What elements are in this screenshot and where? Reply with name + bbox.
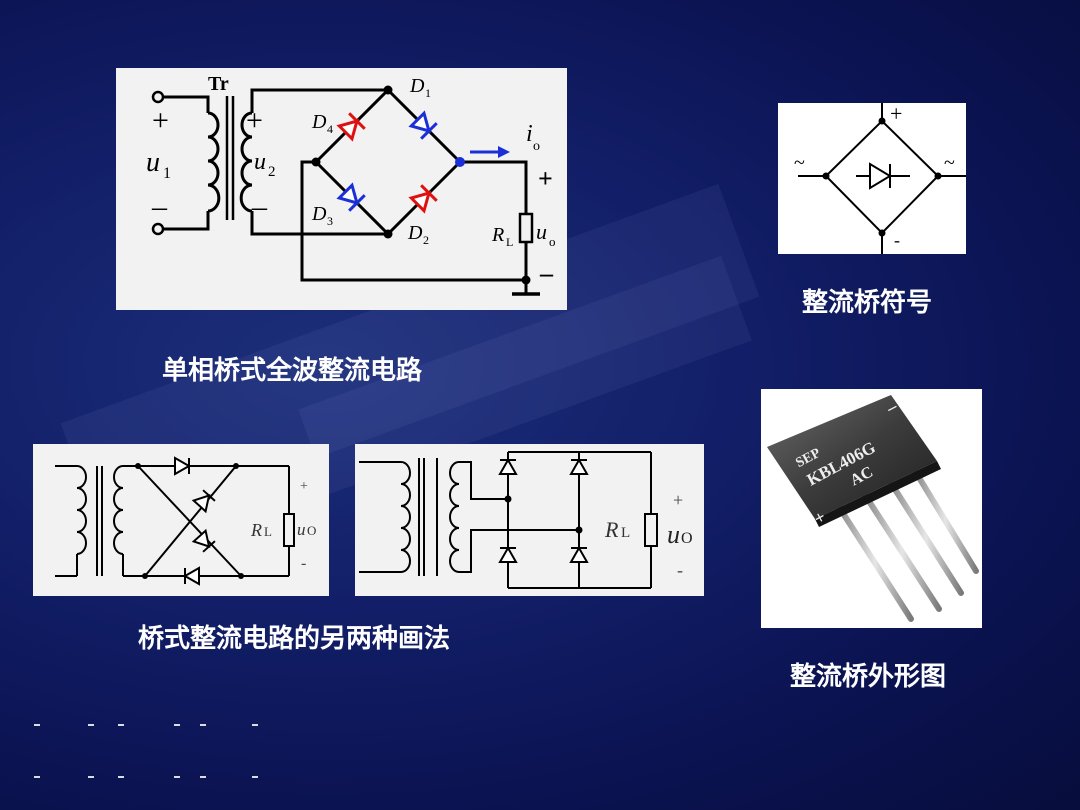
alt-circuit-1-diagram: + - R L u O: [33, 444, 329, 596]
alt2-rl-subscript: L: [621, 525, 630, 541]
transformer-label: Tr: [208, 73, 229, 95]
caption-alt-drawings: 桥式整流电路的另两种画法: [138, 624, 451, 654]
d4-subscript: 4: [327, 122, 333, 136]
component-body: [767, 395, 937, 519]
d1-label: D: [409, 75, 425, 97]
primary-coil: [207, 111, 221, 213]
alt-circuit-1-svg: + - R L u O: [55, 456, 316, 586]
alt1-diode-lower: [191, 528, 216, 553]
diode-d4-symbol: [336, 112, 366, 142]
decor-tick: [200, 776, 206, 778]
alt1-rl-subscript: L: [264, 524, 272, 539]
decor-tick: [252, 724, 258, 726]
decor-tick: [118, 724, 124, 726]
decor-tick: [174, 776, 180, 778]
junction-dot: [455, 157, 465, 167]
d3-subscript: 3: [327, 214, 333, 228]
primary-minus: –: [151, 190, 168, 223]
decor-tick: [34, 724, 40, 726]
primary-plus: +: [152, 104, 169, 137]
alt1-minus: -: [301, 555, 306, 572]
junction-dot: [521, 275, 531, 285]
caption-bridge-appearance: 整流桥外形图: [790, 662, 947, 692]
symbol-plus: +: [890, 103, 902, 126]
io-label: i: [526, 121, 533, 147]
alt1-uo-subscript: O: [307, 523, 316, 538]
d3-label: D: [311, 203, 327, 225]
d1-subscript: 1: [425, 86, 431, 100]
io-subscript: o: [533, 139, 540, 154]
diode-d3-symbol: [336, 182, 366, 212]
decor-tick: [118, 776, 124, 778]
u2-subscript: 2: [268, 164, 276, 180]
bridge-rectifier-diagram: Tr + + – – u 1 u 2 D 1 D 4 D 3 D 2 i o +…: [116, 68, 567, 310]
junction-dot: [383, 85, 393, 95]
output-minus: –: [539, 259, 554, 288]
rl-label: R: [491, 224, 504, 246]
u1-subscript: 1: [163, 165, 171, 182]
alt1-diode-upper: [191, 489, 216, 514]
alt-circuit-2-diagram: + - R L u O: [355, 444, 704, 596]
diode-d2-symbol: [408, 184, 438, 214]
bridge-component-photo: SEP KBL406G AC + –: [761, 389, 982, 628]
junction-dot: [311, 157, 321, 167]
alt1-uo-label: u: [297, 520, 306, 539]
alt2-rl-label: R: [604, 517, 619, 542]
caption-bridge-symbol: 整流桥符号: [802, 288, 933, 318]
decor-tick: [88, 776, 94, 778]
output-plus: +: [538, 164, 553, 193]
bridge-symbol-svg: + - ~ ~: [794, 101, 966, 254]
d2-label: D: [407, 222, 423, 244]
decor-tick: [174, 724, 180, 726]
decor-tick: [252, 776, 258, 778]
alt2-plus: +: [673, 490, 683, 510]
terminal: [151, 222, 165, 236]
decor-tick: [88, 724, 94, 726]
secondary-plus: +: [246, 104, 263, 137]
decor-tick: [34, 776, 40, 778]
secondary-minus: –: [251, 190, 268, 223]
secondary-coil: [239, 111, 253, 213]
alt1-plus: +: [300, 479, 308, 494]
symbol-minus: -: [894, 230, 900, 250]
d2-subscript: 2: [423, 233, 429, 247]
alt-circuit-2-svg: + - R L u O: [359, 451, 693, 589]
decor-tick: [200, 724, 206, 726]
symbol-ac-left: ~: [794, 152, 805, 174]
alt1-rl-label: R: [250, 520, 262, 540]
u1-label: u: [146, 147, 160, 178]
load-resistor: [518, 212, 534, 244]
component-photo-svg: SEP KBL406G AC + –: [767, 395, 979, 622]
caption-bridge-circuit: 单相桥式全波整流电路: [162, 356, 423, 386]
terminal: [151, 90, 165, 104]
d4-label: D: [311, 111, 327, 133]
alt2-minus: -: [677, 560, 683, 580]
alt2-uo-subscript: O: [681, 530, 693, 547]
u2-label: u: [254, 149, 266, 175]
uo-label: u: [536, 219, 547, 244]
junction-dot: [383, 229, 393, 239]
uo-subscript: o: [549, 234, 556, 249]
bridge-symbol-diagram: + - ~ ~: [778, 101, 966, 254]
diode-d1-symbol: [408, 110, 438, 140]
symbol-ac-right: ~: [944, 152, 955, 174]
component-pins: [836, 468, 979, 622]
rl-subscript: L: [506, 235, 513, 249]
alt2-uo-label: u: [667, 520, 680, 549]
bridge-rectifier-svg: Tr + + – – u 1 u 2 D 1 D 4 D 3 D 2 i o +…: [146, 73, 556, 296]
current-arrow: [470, 146, 510, 158]
